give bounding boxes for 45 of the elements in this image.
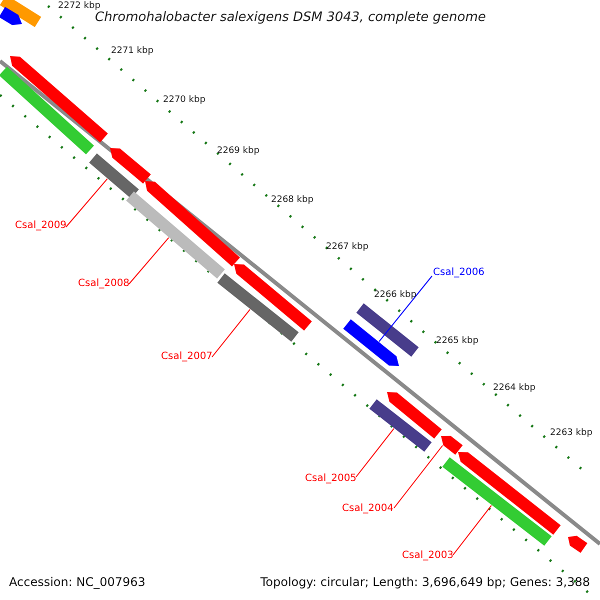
- gene-label: Csal_2003: [402, 551, 454, 561]
- pointed-gene-bar: [568, 536, 588, 553]
- leader-line: [128, 237, 170, 284]
- scale-label: 2263 kbp: [550, 429, 592, 438]
- gene-bar: [0, 0, 42, 28]
- scale-label: 2267 kbp: [326, 243, 368, 252]
- pointed-gene-bar: [145, 181, 240, 266]
- gene-label: Csal_2008: [78, 279, 130, 289]
- gene-bar: [0, 66, 94, 154]
- gene-bar: [356, 303, 419, 357]
- scale-label: 2270 kbp: [163, 96, 206, 105]
- pointed-gene-bar: [458, 452, 561, 535]
- pointed-gene-bar: [387, 392, 442, 439]
- leader-line: [212, 308, 250, 358]
- gene-bar: [442, 457, 552, 546]
- gene-bar: [89, 153, 139, 199]
- gene-label: Csal_2009: [15, 221, 67, 231]
- scale-label: 2268 kbp: [271, 196, 314, 205]
- gene-label: Csal_2006: [433, 268, 485, 278]
- gene-label: Csal_2005: [305, 474, 357, 484]
- gene-bar: [369, 399, 432, 452]
- pointed-gene-bar: [441, 436, 463, 455]
- scale-label: 2264 kbp: [493, 384, 536, 393]
- leader-line: [452, 504, 492, 556]
- leader-line: [378, 276, 432, 342]
- gene-bar: [217, 273, 299, 342]
- gene-label: Csal_2004: [342, 504, 394, 514]
- accession-text: Accession: NC_007963: [9, 576, 146, 588]
- pointed-gene-bar: [0, 6, 22, 26]
- gene-bar: [126, 191, 225, 279]
- pointed-gene-bar: [110, 148, 151, 184]
- title: Chromohalobacter salexigens DSM 3043, complete genome: [95, 11, 486, 24]
- scale-label: 2271 kbp: [111, 47, 154, 56]
- scale-label: 2265 kbp: [436, 337, 478, 346]
- pointed-gene-bar: [10, 56, 108, 142]
- scale-label: 2272 kbp: [58, 2, 100, 11]
- pointed-gene-bar: [234, 264, 312, 331]
- leader-line: [66, 178, 108, 228]
- scale-label: 2266 kbp: [374, 291, 416, 300]
- pointed-gene-bar: [343, 319, 399, 366]
- genome-info-text: Topology: circular; Length: 3,696,649 bp; Genes: 3,388: [260, 576, 590, 588]
- leader-line: [356, 428, 394, 478]
- gene-label: Csal_2007: [161, 352, 213, 362]
- leader-line: [394, 445, 444, 508]
- scale-label: 2269 kbp: [217, 147, 260, 156]
